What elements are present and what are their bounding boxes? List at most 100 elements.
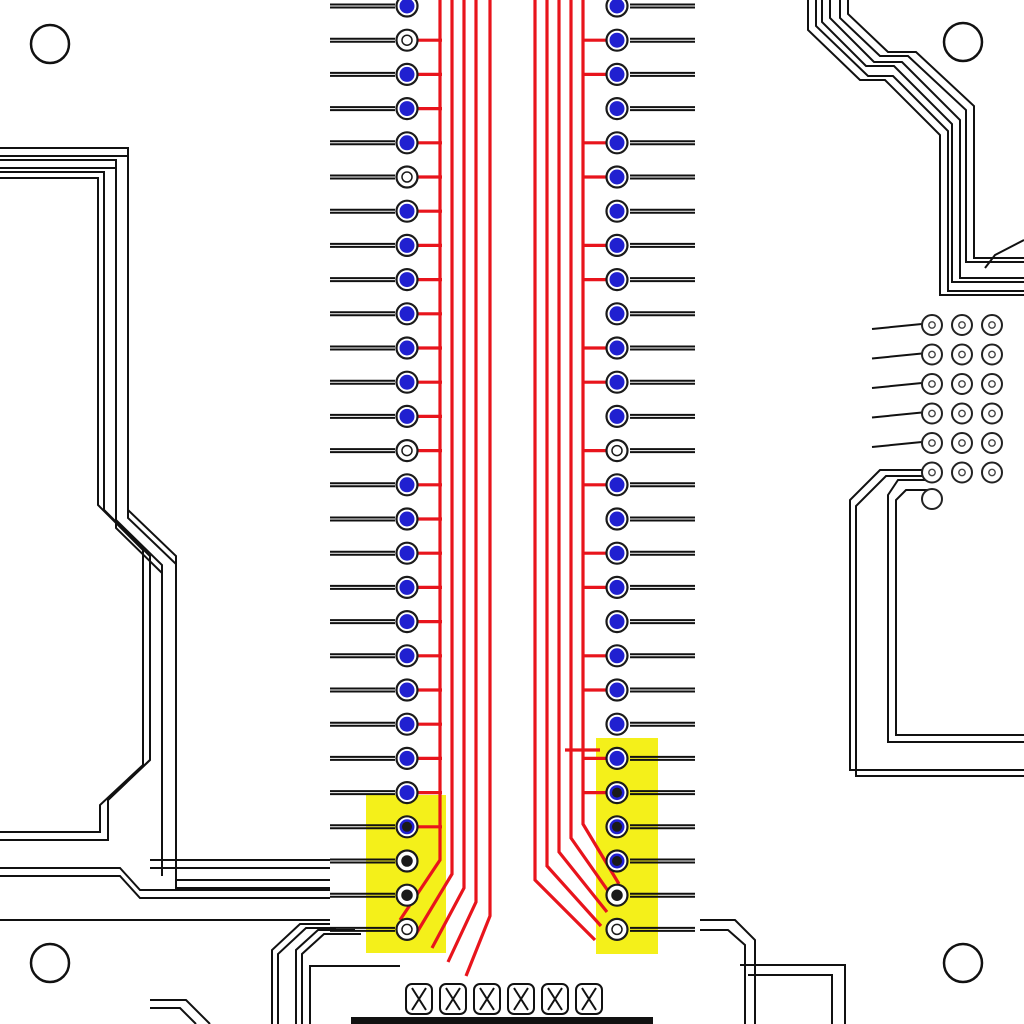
bottom-right-trace-2 <box>700 929 746 1024</box>
left-header-pad-center <box>401 171 413 183</box>
connector-pad-hole <box>928 468 936 477</box>
right-header-pad-center <box>611 923 623 936</box>
bottom-chip-pad <box>473 983 501 1015</box>
left-bus-trace <box>446 0 478 963</box>
connector-pad-hole <box>928 380 936 388</box>
connector-pad-hole <box>958 380 966 388</box>
right-header-pad-dark <box>612 821 622 832</box>
right-header-pad-center <box>609 545 625 561</box>
right-inner-box-edge <box>895 489 1024 736</box>
left-inner-loop-edge <box>0 171 151 841</box>
bottom-chip-lead <box>411 987 427 1011</box>
right-mid-trace-edge <box>855 475 1024 777</box>
left-lower-trace <box>0 867 330 891</box>
connector-pad-hole <box>928 321 936 329</box>
connector-pad-ring <box>921 488 943 510</box>
left-header-pad-center <box>399 511 415 527</box>
left-bus-trace <box>430 0 466 949</box>
left-header-pad-center <box>401 34 413 46</box>
bottom-chip-pad <box>575 983 603 1015</box>
connector-pad-hole <box>958 468 966 477</box>
left-header-pad-center <box>399 648 415 664</box>
right-bus-trace <box>545 0 603 928</box>
right-header-pad-center <box>609 682 625 698</box>
right-header-pad-center <box>609 716 625 732</box>
right-header-pad-center <box>609 66 625 82</box>
left-header-pad-center <box>401 923 413 936</box>
left-outer-trace <box>0 147 330 881</box>
left-outer-trace-edge <box>0 155 330 889</box>
right-header-pad-center <box>609 579 625 595</box>
right-header-pad-center <box>609 272 625 288</box>
left-header-pad-center <box>399 579 415 595</box>
connector-pad-hole <box>988 409 996 418</box>
left-bus-trace <box>414 0 454 935</box>
right-bus-trace <box>557 0 609 913</box>
bottom-chip-lead <box>479 987 495 1011</box>
mounting-hole <box>29 942 71 984</box>
right-header-pad-center <box>609 135 625 151</box>
left-bus-trace <box>464 0 492 977</box>
left-header-pad-center <box>399 408 415 424</box>
bottom-chip-pad <box>541 983 569 1015</box>
bottom-corner-trace <box>150 999 211 1024</box>
right-inner-box <box>887 479 1024 743</box>
left-header-pad-center <box>399 135 415 151</box>
bottom-chip-body <box>351 1017 653 1024</box>
left-header-pad-dark <box>402 821 412 832</box>
left-header-pad-dark <box>402 890 412 901</box>
right-top-trace-3 <box>839 0 1024 263</box>
right-header-pad-center <box>609 614 625 630</box>
connector-pad-hole <box>958 439 966 447</box>
connector-pad-hole <box>928 409 936 418</box>
right-header-pad-center <box>609 648 625 664</box>
pad-layer <box>395 0 1003 942</box>
right-header-pad-center <box>609 169 625 185</box>
right-header-pad-center <box>609 306 625 322</box>
left-header-pad-center <box>399 340 415 356</box>
right-top-trace-2-edge <box>829 0 1024 279</box>
left-header-pad-center <box>399 272 415 288</box>
right-header-pad-center <box>609 0 625 14</box>
bottom-chip-pad <box>507 983 535 1015</box>
left-header-pad-center <box>399 101 415 117</box>
left-outer-trace-2-edge <box>0 167 163 876</box>
left-header-pad-center <box>399 237 415 253</box>
bottom-chip-pad <box>405 983 433 1015</box>
left-header-pad-center <box>399 614 415 630</box>
connector-pad-hole <box>958 409 966 418</box>
right-top-trace-3-edge <box>847 0 1024 259</box>
left-inner-loop-edge <box>0 177 144 833</box>
mounting-hole <box>29 23 71 65</box>
left-header-pad-center <box>399 750 415 766</box>
bottom-left-trace-2-edge <box>301 933 361 1024</box>
left-header-pad-dark <box>402 856 412 866</box>
bottom-center-trace <box>309 965 400 1024</box>
bottom-corner-trace-2 <box>150 1007 197 1024</box>
right-header-pad-center <box>609 203 625 219</box>
right-top-trace-edge <box>815 0 1024 292</box>
connector-pad-hole <box>988 468 996 477</box>
connector-pad-hole <box>988 350 996 359</box>
right-top-trace <box>807 0 1024 296</box>
left-lower-trace-edge <box>0 875 330 899</box>
connector-pad-hole <box>958 321 966 329</box>
right-top-stub <box>984 239 1024 269</box>
right-header-pad-center <box>609 237 625 253</box>
bottom-chip-lead <box>581 987 597 1011</box>
left-header-pad-center <box>399 716 415 732</box>
left-header-pad-center <box>399 306 415 322</box>
right-header-pad-center <box>609 101 625 117</box>
right-header-pad-center <box>609 374 625 390</box>
right-header-pad-dark <box>612 890 622 901</box>
bottom-right-trace-3 <box>740 964 846 1024</box>
right-bus-trace <box>569 0 615 899</box>
mounting-hole <box>942 21 984 63</box>
connector-pad-hole <box>928 439 936 447</box>
connector-pad-hole <box>988 439 996 447</box>
connector-pad-hole <box>958 350 966 359</box>
left-header-pad-center <box>399 374 415 390</box>
left-header-pad-center <box>399 66 415 82</box>
